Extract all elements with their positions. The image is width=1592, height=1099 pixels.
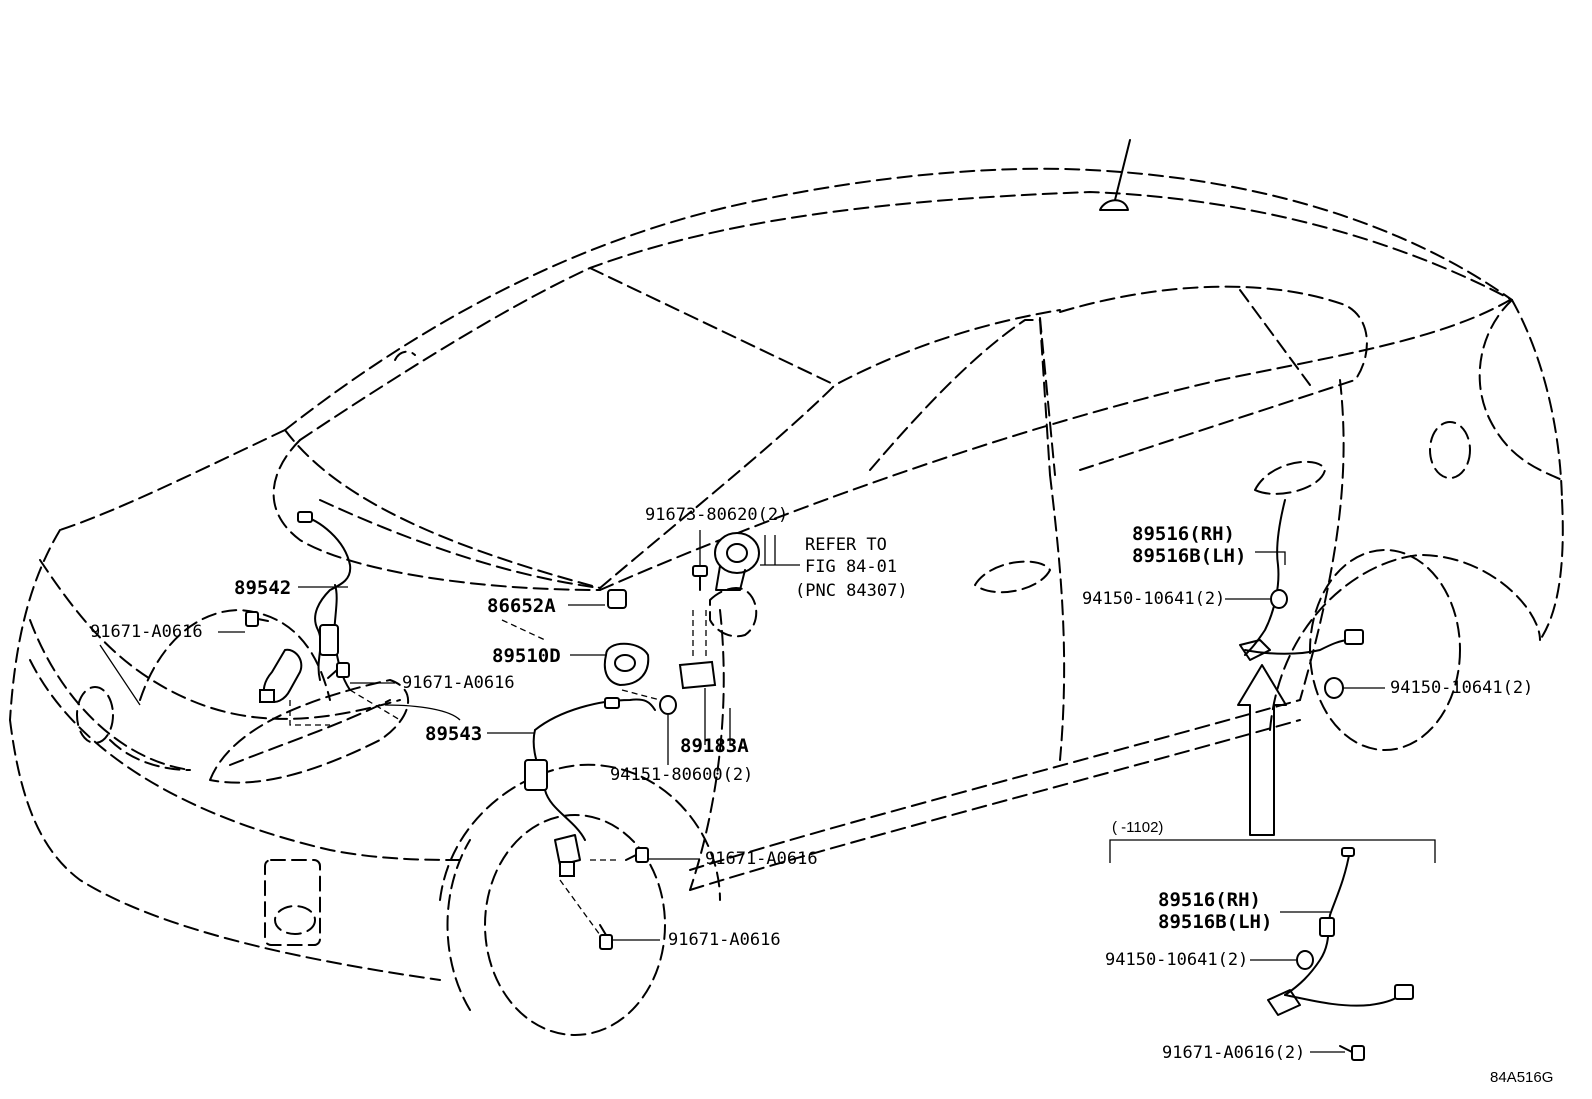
part-speed-sensor-front-left xyxy=(259,648,303,703)
figure-code: 84A516G xyxy=(1490,1069,1553,1086)
inset-bolt-91671 xyxy=(1339,1045,1365,1061)
label-89516b-lh: 89516B(LH) xyxy=(1132,545,1246,567)
part-89516-rear-harness xyxy=(1239,499,1364,661)
nut-94150-10641-b xyxy=(1324,677,1344,699)
label-91671-a0616-3: 91671-A0616 xyxy=(705,849,818,869)
bolt-91671-a0616-2 xyxy=(327,662,350,679)
label-inset-94150-10641: 94150-10641(2) xyxy=(1105,950,1248,970)
part-89510d xyxy=(603,642,650,687)
arrow-to-inset xyxy=(1237,664,1287,836)
label-91671-a0616-1: 91671-A0616 xyxy=(90,622,203,642)
part-spiral-cable-ref xyxy=(714,532,760,591)
label-91671-a0616-2: 91671-A0616 xyxy=(402,673,515,693)
label-89510d: 89510D xyxy=(492,645,561,667)
bolt-91671-a0616-4 xyxy=(599,924,613,950)
part-89543-harness xyxy=(524,697,656,841)
label-86652a: 86652A xyxy=(487,595,556,617)
part-86652a xyxy=(607,589,627,609)
label-89543: 89543 xyxy=(425,723,482,745)
label-89183a: 89183A xyxy=(680,735,749,757)
nut-94150-10641-a xyxy=(1270,589,1288,609)
bolt-91671-a0616-1 xyxy=(245,611,269,627)
leader-lines xyxy=(99,530,1385,1053)
inset-frame xyxy=(1109,839,1436,863)
nut-94151-80600 xyxy=(659,695,677,715)
part-speed-sensor-front-right xyxy=(554,834,581,877)
label-inset-91671-a0616: 91671-A0616(2) xyxy=(1162,1043,1305,1063)
label-inset-89516-rh: 89516(RH) xyxy=(1158,889,1261,911)
inset-89516-harness xyxy=(1267,847,1414,1016)
label-refer-to-line3: (PNC 84307) xyxy=(795,581,908,601)
label-94151-80600: 94151-80600(2) xyxy=(610,765,753,785)
label-refer-to-line2: FIG 84-01 xyxy=(805,557,897,577)
label-refer-to-line1: REFER TO xyxy=(805,535,887,555)
bolt-91671-a0616-3 xyxy=(625,847,649,863)
screw-91673-80620 xyxy=(692,565,708,591)
label-91671-a0616-4: 91671-A0616 xyxy=(668,930,781,950)
label-94150-10641-b: 94150-10641(2) xyxy=(1390,678,1533,698)
label-inset-89516b-lh: 89516B(LH) xyxy=(1158,911,1272,933)
car-body-outline xyxy=(9,139,1564,1036)
part-89183a xyxy=(678,660,717,690)
label-89542: 89542 xyxy=(234,577,291,599)
label-91673-80620: 91673-80620(2) xyxy=(645,505,788,525)
label-89516-rh: 89516(RH) xyxy=(1132,523,1235,545)
label-inset-range: ( -1102) xyxy=(1112,819,1163,836)
inset-nut-94150 xyxy=(1296,950,1314,970)
label-94150-10641-a: 94150-10641(2) xyxy=(1082,589,1225,609)
